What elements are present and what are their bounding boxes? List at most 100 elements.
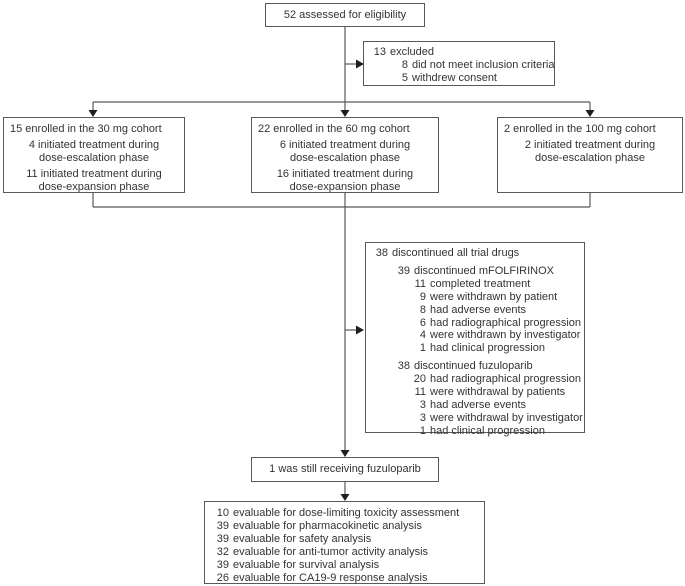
discontinued-line: 4 were withdrawn by investigator <box>374 329 581 342</box>
excluded-line: 8 did not meet inclusion criteria <box>372 58 555 72</box>
cohort-30-line: dose-expansion phase <box>38 181 150 193</box>
discontinued-line: 38 discontinued fuzuloparib <box>374 360 578 373</box>
count: 39 <box>216 532 229 545</box>
cohort-30-title: 15 enrolled in the 30 mg cohort <box>10 123 162 135</box>
discontinued-line: 6 had radiographical progression <box>374 316 582 330</box>
cohort-100-line: dose-escalation phase <box>534 152 646 164</box>
cohort-60-title: 22 enrolled in the 60 mg cohort <box>258 123 410 135</box>
evaluable-line: 39 evaluable for safety analysis <box>215 533 478 546</box>
count: 10 <box>216 507 229 519</box>
evaluable-line: 39 evaluable for survival analysis <box>215 559 478 572</box>
discontinued-line: 8 had adverse events <box>374 304 578 317</box>
line-text: excluded <box>390 46 435 58</box>
count: 11 <box>414 386 426 399</box>
cohort-60-line: 16 initiated treatment during <box>276 168 414 180</box>
line-text: discontinued mFOLFIRINOX <box>414 264 554 277</box>
line-text: evaluable for anti-tumor activity analys… <box>233 545 429 558</box>
count: 3 <box>419 411 426 424</box>
discontinued-line: 38 discontinued all trial drugs <box>374 247 578 260</box>
excluded-line: 13 excluded <box>372 46 548 59</box>
discontinued-line: 11 completed treatment <box>374 278 578 291</box>
line-text: had adverse events <box>430 303 527 316</box>
box-cohort-30mg: 15 enrolled in the 30 mg cohort 4 initia… <box>3 117 185 193</box>
assessed-label: 52 assessed for eligibility <box>283 8 407 21</box>
line-text: discontinued all trial drugs <box>392 247 520 259</box>
evaluable-line: 32 evaluable for anti-tumor activity anal… <box>215 546 478 559</box>
connector-arrow-into-cohort-60 <box>340 102 350 117</box>
cohort-30-line: 4 initiated treatment during <box>28 139 160 151</box>
evaluable-line: 10 evaluable for dose-limiting toxicity a… <box>215 507 478 520</box>
cohort-60-line: 6 initiated treatment during <box>279 139 411 151</box>
cohort-60-line: dose-expansion phase <box>289 181 401 193</box>
line-text: evaluable for dose-limiting toxicity ass… <box>233 507 460 519</box>
discontinued-line: 3 had adverse events <box>374 399 578 412</box>
count: 13 <box>373 46 386 58</box>
box-excluded: 13 excluded 8 did not meet inclusion crite… <box>363 41 555 86</box>
count: 32 <box>216 545 229 558</box>
line-text: evaluable for CA19-9 response analysis <box>233 571 428 584</box>
still-receiving-label: 1 was still receiving fuzuloparib <box>269 463 421 475</box>
line-text: completed treatment <box>430 277 531 290</box>
line-text: were withdrawn by patient <box>430 290 558 303</box>
cohort-100-line: 2 initiated treatment during <box>524 139 656 151</box>
connector-arrow-into-discontinued <box>345 325 364 335</box>
discontinued-line: 11 were withdrawal by patients <box>374 386 578 399</box>
box-assessed-eligibility: 52 assessed for eligibility <box>265 3 425 27</box>
count: 1 <box>419 342 426 355</box>
evaluable-line: 26 evaluable for CA19-9 response analysis <box>215 572 478 585</box>
line-text: had radiographical progression <box>430 373 582 386</box>
cohort-30-line: dose-escalation phase <box>38 152 150 164</box>
cohort-100-title: 2 enrolled in the 100 mg cohort <box>504 123 656 135</box>
line-text: were withdrawn by investigator <box>430 329 581 342</box>
connector-arrow-into-excluded <box>345 59 364 69</box>
connector-arrow-into-cohort-100 <box>585 102 595 117</box>
excluded-line: 5 withdrew consent <box>372 72 548 85</box>
count: 38 <box>397 360 410 373</box>
evaluable-line: 39 evaluable for pharmacokinetic analysis <box>215 520 478 533</box>
count: 38 <box>375 247 388 259</box>
count: 26 <box>216 571 229 584</box>
count: 5 <box>401 71 408 84</box>
cohort-30-line: 11 initiated treatment during <box>26 168 162 180</box>
line-text: had clinical progression <box>430 342 545 355</box>
count: 6 <box>419 316 426 329</box>
line-text: did not meet inclusion criteria <box>412 58 555 71</box>
line-text: evaluable for survival analysis <box>233 558 380 571</box>
count: 8 <box>401 58 408 71</box>
discontinued-line: 1 had clinical progression <box>374 342 578 355</box>
count: 11 <box>414 277 426 290</box>
count: 3 <box>419 398 426 411</box>
box-evaluable: 10 evaluable for dose-limiting toxicity a… <box>204 501 485 584</box>
line-text: had clinical progression <box>430 424 545 437</box>
count: 8 <box>419 303 426 316</box>
line-text: were withdrawal by patients <box>430 386 566 399</box>
line-text: had radiographical progression <box>430 316 582 329</box>
count: 39 <box>397 264 410 277</box>
line-text: discontinued fuzuloparib <box>414 360 533 373</box>
box-cohort-60mg: 22 enrolled in the 60 mg cohort 6 initia… <box>251 117 439 193</box>
count: 9 <box>419 290 426 303</box>
discontinued-line: 1 had clinical progression <box>374 425 578 438</box>
discontinued-line: 9 were withdrawn by patient <box>374 291 578 304</box>
connector-arrow-into-cohort-30 <box>88 102 98 117</box>
discontinued-line: 20 had radiographical progression <box>374 373 582 386</box>
connector-center-vertical <box>340 207 350 457</box>
count: 20 <box>413 373 426 386</box>
box-cohort-100mg: 2 enrolled in the 100 mg cohort 2 initia… <box>497 117 683 193</box>
connector-arrow-into-evaluable <box>340 482 350 501</box>
cohort-60-line: dose-escalation phase <box>289 152 401 164</box>
line-text: had adverse events <box>430 398 527 411</box>
line-text: were withdrawal by investigator <box>430 411 583 424</box>
line-text: evaluable for pharmacokinetic analysis <box>233 519 422 532</box>
count: 1 <box>419 424 426 437</box>
connector-merge-line <box>92 193 591 208</box>
line-text: evaluable for safety analysis <box>233 532 372 545</box>
line-text: withdrew consent <box>412 71 497 84</box>
box-still-receiving: 1 was still receiving fuzuloparib <box>251 457 439 482</box>
count: 39 <box>216 558 229 571</box>
count: 39 <box>216 519 229 532</box>
discontinued-line: 3 were withdrawal by investigator <box>374 411 583 425</box>
count: 4 <box>419 329 426 342</box>
